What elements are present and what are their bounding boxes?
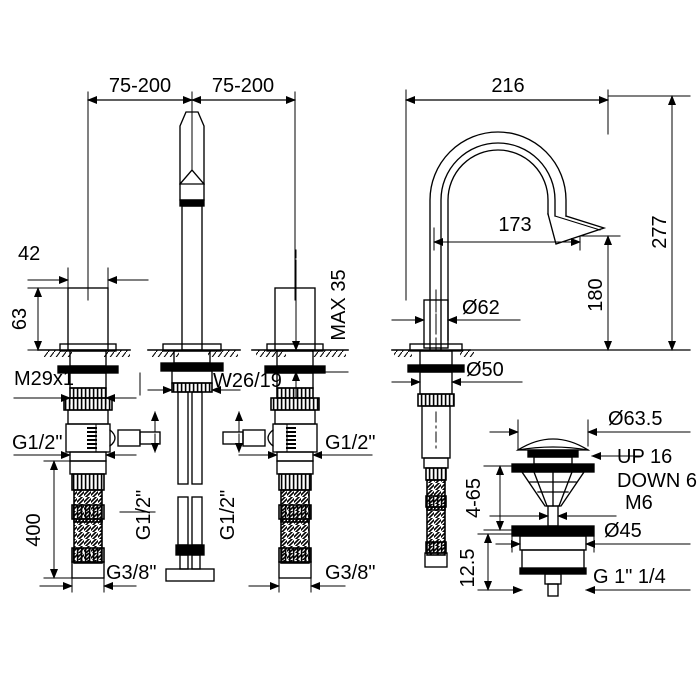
label-waste-stud: M6 [625,492,653,514]
label-waste-tail-length: 12.5 [457,549,479,588]
waste-assembly [511,438,595,597]
dimension-waste-cap-dia [489,419,691,451]
label-waste-cap-dia: Ø63.5 [608,408,662,430]
dimension-hose-length [43,460,73,579]
spout-base-side [407,299,465,568]
escutcheon-center [160,343,224,393]
dimension-waste-tail-length [477,533,515,591]
label-reach-outlet: 173 [498,214,531,236]
label-hose-top-left: G1/2" [133,490,155,540]
label-height-outlet: 180 [585,278,607,311]
dimension-handle-height [27,287,71,351]
label-height-total: 277 [649,215,671,248]
label-valve-thread: M29x1 [14,368,74,390]
label-hose-end-right: G3/8" [325,562,375,584]
label-reach-total: 216 [491,75,524,97]
dimension-hose-end-right [248,577,346,593]
label-waste-basin-thickness: 4-65 [463,478,485,518]
label-inlet-right: G1/2" [325,432,375,454]
label-spread-left: 75-200 [109,75,171,97]
spout-gooseneck [429,131,607,351]
spout-tube-center [165,391,215,582]
dimension-spout-thread [139,372,241,396]
label-waste-down: DOWN 6 [617,470,697,492]
dimension-max-deck-thickness [285,249,349,399]
extension-lines-reach [405,89,609,301]
dimension-height-total [607,95,691,351]
label-hose-length: 400 [23,513,45,546]
label-inlet-left: G1/2" [12,432,62,454]
label-spout-base-dia: Ø62 [462,297,500,319]
label-waste-up: UP 16 [617,446,672,468]
label-waste-tail-thread: G 1" 1/4 [593,566,666,588]
label-spout-thread: W26/19 [213,370,282,392]
dimension-spout-base-dia [391,299,521,345]
dimension-height-outlet [579,235,621,351]
label-hose-top-right: G1/2" [217,490,239,540]
label-max-deck-thickness: MAX 35 [328,269,350,340]
label-spread-right: 75-200 [212,75,274,97]
dimension-hose-end-left [39,577,137,593]
dimension-shank-dia [391,371,523,389]
label-shank-dia: Ø50 [466,359,504,381]
label-waste-flange-dia: Ø45 [604,520,642,542]
valve-stack-left [63,397,161,579]
label-handle-height: 63 [9,308,31,330]
label-hose-end-left: G3/8" [106,562,156,584]
dimension-hose-top-left [119,411,159,513]
valve-stack-right [222,397,320,579]
dimension-waste-flange-dia [495,535,691,553]
dimension-reach-outlet [433,227,581,251]
label-handle-diameter: 42 [18,243,40,265]
spout-body-front [179,111,205,351]
deck-surface-side [391,349,691,357]
dimension-waste-basin-thickness [483,465,515,531]
